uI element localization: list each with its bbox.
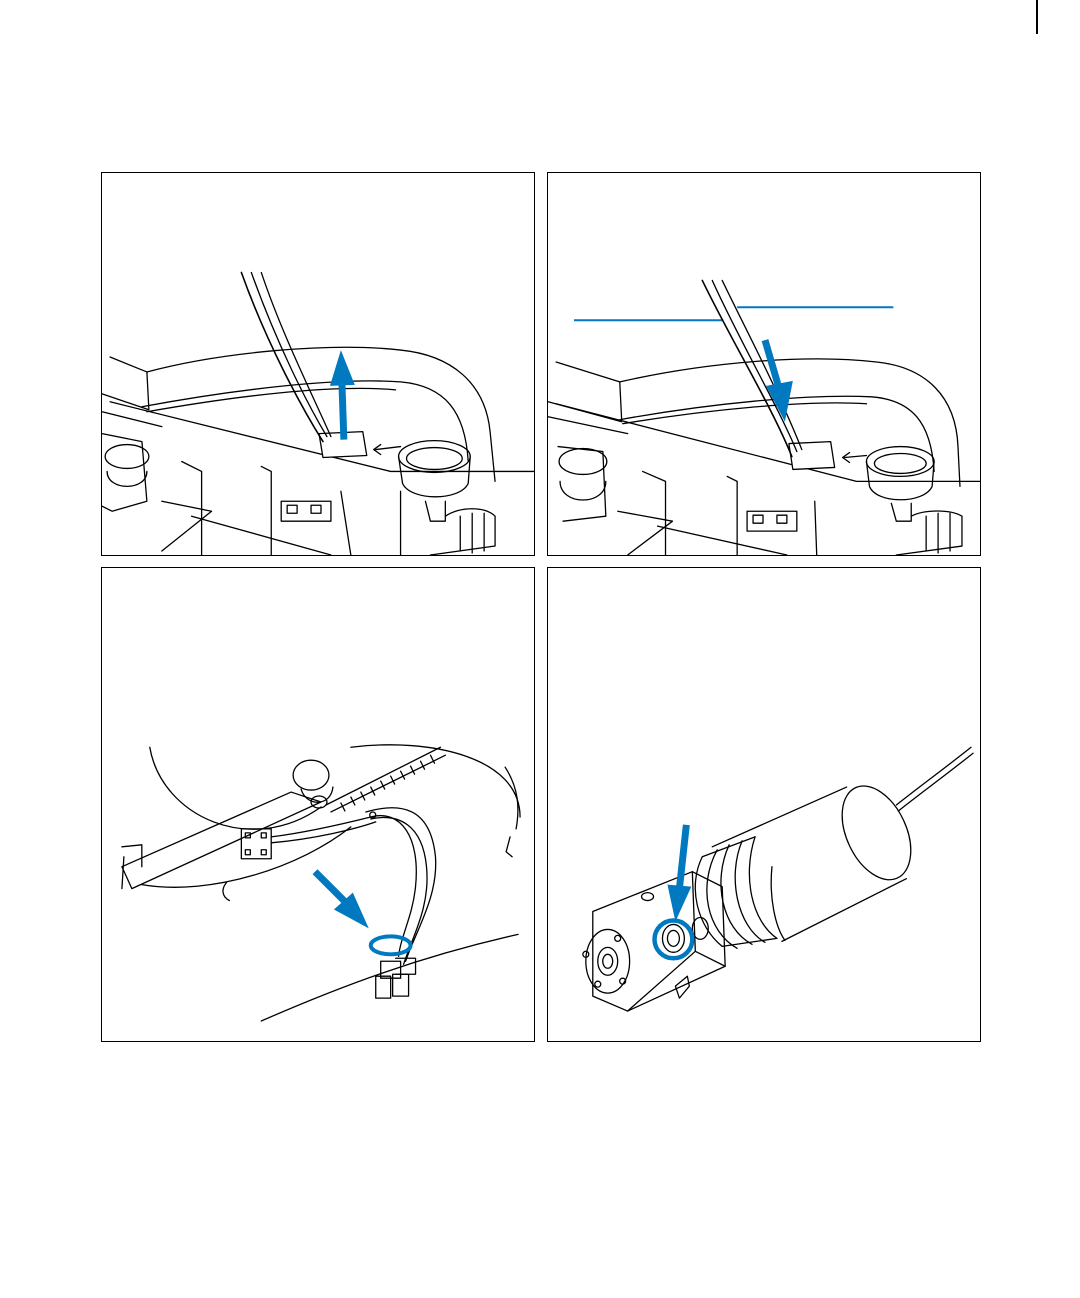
machinery-slot	[281, 501, 331, 521]
machinery-left	[558, 447, 606, 522]
tag-icon	[789, 442, 835, 470]
page-edge-rule	[1036, 0, 1038, 34]
tray-outline	[102, 357, 149, 410]
tray-outline	[548, 362, 622, 422]
cup-icon	[399, 441, 471, 473]
illustration-step-2	[548, 173, 980, 555]
spring-tubing	[326, 747, 440, 805]
figure-panel-step-3	[101, 567, 535, 1042]
illustration-step-3	[102, 568, 534, 1041]
knob	[293, 760, 329, 790]
figure-panel-step-4	[547, 567, 981, 1042]
illustration-step-1	[102, 173, 534, 555]
figure-panel-step-1	[101, 172, 535, 556]
tubing	[430, 509, 495, 555]
tubing	[896, 511, 962, 555]
illustration-step-4	[548, 568, 980, 1041]
highlight-ring-icon	[371, 936, 411, 954]
valve-body	[712, 787, 846, 847]
figure-panel-step-2	[547, 172, 981, 556]
tweezers-icon	[241, 272, 323, 441]
machinery-slot	[747, 511, 797, 531]
callout-line	[574, 307, 893, 320]
valve-icon	[593, 872, 725, 1011]
down-arrow-icon	[315, 872, 369, 929]
cup-icon	[866, 447, 934, 477]
capillary-icon	[896, 747, 971, 805]
up-arrow-icon	[330, 350, 355, 440]
